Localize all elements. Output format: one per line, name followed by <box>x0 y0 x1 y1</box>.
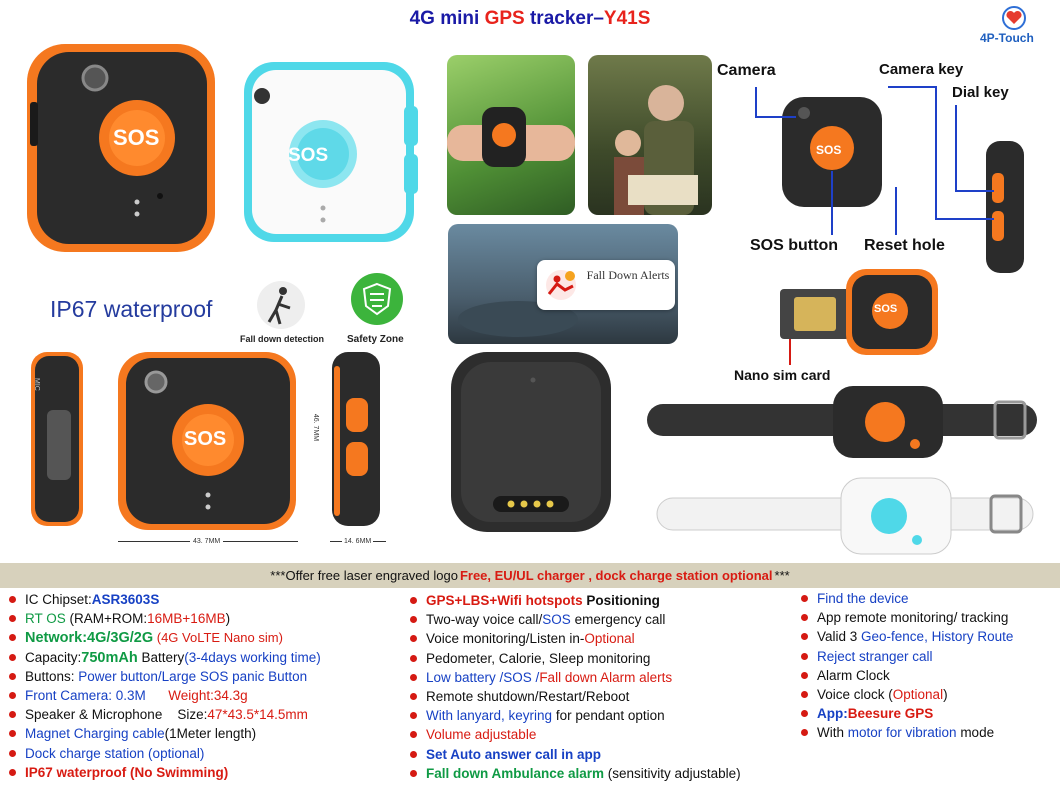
sos-button-callout: SOS button <box>750 237 838 254</box>
list-item: GPS+LBS+Wifi hotspots Positioning <box>407 591 741 610</box>
list-item: Volume adjustable <box>407 725 741 744</box>
device-front-dimensioned <box>118 352 296 530</box>
list-item: With lanyard, keyring for pendant option <box>407 706 741 725</box>
fall-detection-icon <box>257 281 305 329</box>
list-item: Front Camera: 0.3M Weight:34.3g <box>6 686 321 705</box>
width-dim: 43. 7MM <box>190 538 224 545</box>
safety-zone-caption: Safety Zone <box>347 334 404 345</box>
fall-down-alert-card: Fall Down Alerts <box>537 260 675 310</box>
sos-text-diagram: SOS <box>816 143 842 157</box>
black-wristband <box>647 386 1037 458</box>
device-front-black <box>27 44 215 252</box>
family-photo <box>588 55 712 215</box>
list-item: App remote monitoring/ tracking <box>798 608 1013 627</box>
device-side-left <box>31 352 83 526</box>
list-item: Voice clock (Optional) <box>798 685 1013 704</box>
list-item: IC Chipset:ASR3603S <box>6 590 321 609</box>
list-item: Valid 3 Geo-fence, History Route <box>798 627 1013 646</box>
camera-callout: Camera <box>717 62 776 79</box>
mic-label: MIC <box>33 378 40 391</box>
list-item: Magnet Charging cable(1Meter length) <box>6 724 321 743</box>
list-item: Buttons: Power button/Large SOS panic Bu… <box>6 667 321 686</box>
device-back <box>451 352 611 532</box>
sos-text-dim: SOS <box>184 428 227 450</box>
list-item: Remote shutdown/Restart/Reboot <box>407 687 741 706</box>
list-item: App:Beesure GPS <box>798 704 1013 723</box>
list-item: Two-way voice call/SOS emergency call <box>407 610 741 629</box>
list-item: Fall down Ambulance alarm (sensitivity a… <box>407 764 741 783</box>
button-diagram <box>755 86 1024 365</box>
reset-hole-callout: Reset hole <box>864 237 945 254</box>
camera-key-callout: Camera key <box>879 61 964 78</box>
white-wristband <box>656 477 1034 555</box>
sos-text-sim: SOS <box>874 303 898 315</box>
list-item: Dock charge station (optional) <box>6 744 321 763</box>
device-front-white <box>244 62 418 242</box>
list-item: Alarm Clock <box>798 666 1013 685</box>
fall-alert-text: Fall Down Alerts <box>586 268 670 282</box>
offer-banner: ***Offer free laser engraved logo Free, … <box>0 563 1060 588</box>
spec-list-app: Find the device App remote monitoring/ t… <box>798 589 1013 743</box>
fall-alert-icon <box>546 270 576 300</box>
device-side-right <box>332 352 380 526</box>
list-item: Capacity:750mAh Battery(3-4days working … <box>6 648 321 667</box>
list-item: IP67 waterproof (No Swimming) <box>6 763 321 782</box>
list-item: Reject stranger call <box>798 647 1013 666</box>
spec-list-functions: GPS+LBS+Wifi hotspots Positioning Two-wa… <box>407 591 741 783</box>
list-item: Speaker & Microphone Size:47*43.5*14.5mm <box>6 705 321 724</box>
list-item: Pedometer, Calorie, Sleep monitoring <box>407 649 741 668</box>
list-item: Set Auto answer call in app <box>407 745 741 764</box>
list-item: Voice monitoring/Listen in-Optional <box>407 629 741 648</box>
brand-logo: 4P-Touch <box>980 5 1060 47</box>
list-item: Find the device <box>798 589 1013 608</box>
shield-icon <box>351 273 403 325</box>
height-dim: 46. 7MM <box>312 413 320 442</box>
fall-detection-caption: Fall down detection <box>240 334 325 344</box>
list-item: RT OS (RAM+ROM:16MB+16MB) <box>6 609 321 628</box>
waterproof-label: IP67 waterproof <box>50 296 213 322</box>
page-title: 4G mini GPS tracker–Y41S <box>409 8 651 29</box>
list-item: Low battery /SOS /Fall down Alarm alerts <box>407 668 741 687</box>
spec-list-hardware: IC Chipset:ASR3603S RT OS (RAM+ROM:16MB+… <box>6 590 321 782</box>
list-item: Network:4G/3G/2G (4G VoLTE Nano sim) <box>6 628 321 647</box>
sos-text: SOS <box>113 125 160 150</box>
list-item: With motor for vibration mode <box>798 723 1013 742</box>
dial-key-callout: Dial key <box>952 84 1009 101</box>
depth-dim: 14. 6MM <box>342 538 374 545</box>
wrist-photo <box>447 55 575 215</box>
nano-sim-callout: Nano sim card <box>734 367 831 383</box>
sos-text-white: SOS <box>288 145 329 166</box>
